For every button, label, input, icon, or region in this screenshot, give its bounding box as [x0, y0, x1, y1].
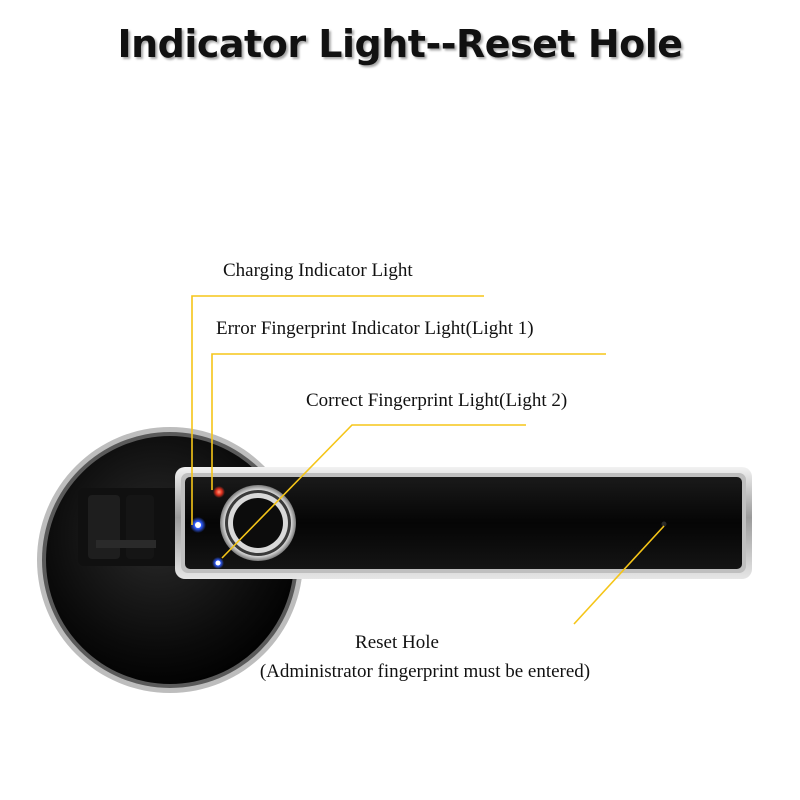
callout-line-charging — [191, 295, 484, 525]
callout-label-charging: Charging Indicator Light — [223, 260, 413, 281]
diagram-title: Indicator Light--Reset Hole — [117, 22, 683, 66]
fingerprint-sensor — [220, 485, 296, 561]
callout-label-correct: Correct Fingerprint Light(Light 2) — [306, 390, 568, 411]
callout-label-reset: Reset Hole — [355, 632, 439, 653]
callout-line-correct — [221, 424, 526, 559]
lock-hub — [78, 488, 183, 566]
lock-handle — [175, 467, 752, 579]
error-indicator-light — [213, 486, 225, 498]
callout-line-error — [211, 353, 606, 490]
reset-hole — [661, 521, 667, 527]
callout-label-reset-note: (Administrator fingerprint must be enter… — [259, 661, 591, 682]
callout-label-error: Error Fingerprint Indicator Light(Light … — [216, 318, 534, 339]
callout-lines — [191, 295, 665, 625]
callout-line-reset — [573, 525, 665, 625]
